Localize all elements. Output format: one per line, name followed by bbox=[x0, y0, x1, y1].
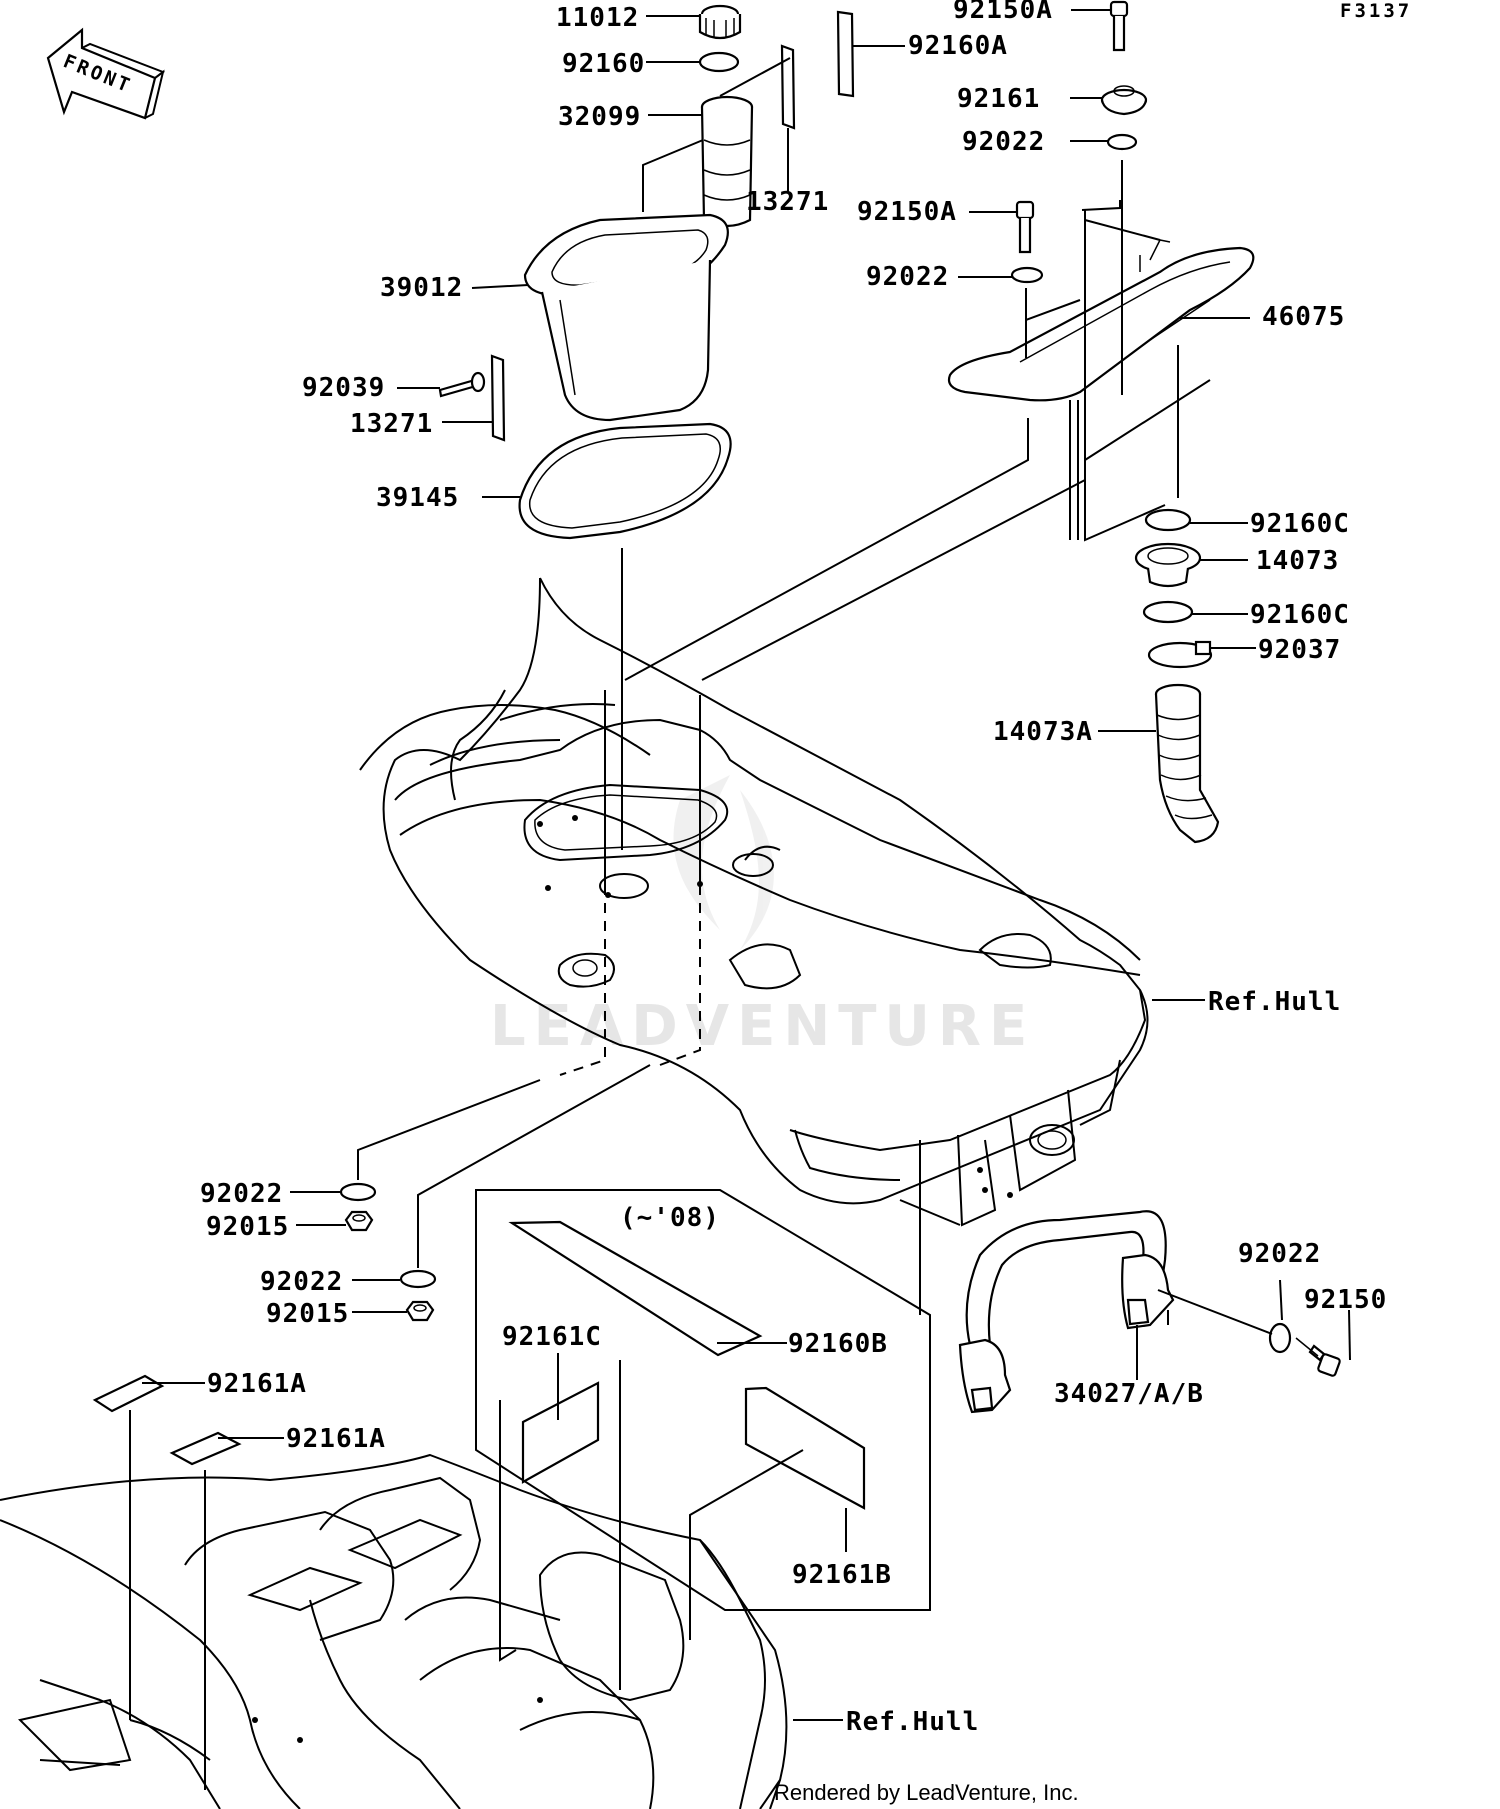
part-92161A-decal-2[interactable] bbox=[169, 1431, 242, 1466]
callout-13271-lower[interactable]: 13271 bbox=[350, 409, 433, 439]
part-34027-grab-bar[interactable] bbox=[958, 1210, 1175, 1414]
part-92022-washer-mid[interactable] bbox=[1010, 266, 1044, 284]
callout-92022-top[interactable]: 92022 bbox=[962, 127, 1045, 157]
callout-92160B[interactable]: 92160B bbox=[788, 1329, 888, 1359]
watermark-logo bbox=[673, 775, 774, 950]
callout-92160A[interactable]: 92160A bbox=[908, 31, 1008, 61]
credit-text: Rendered by LeadVenture, Inc. bbox=[774, 1780, 1079, 1805]
callout-92150-right[interactable]: 92150 bbox=[1304, 1285, 1387, 1315]
callout-34027[interactable]: 34027/A/B bbox=[1054, 1379, 1204, 1409]
part-13271-plate-upper[interactable] bbox=[780, 44, 796, 130]
part-14073A-hose[interactable] bbox=[1154, 683, 1220, 844]
callout-11012[interactable]: 11012 bbox=[556, 3, 639, 33]
callout-39012[interactable]: 39012 bbox=[380, 273, 463, 303]
part-92037-clamp[interactable] bbox=[1147, 640, 1213, 669]
part-39012-storage-box[interactable] bbox=[523, 213, 729, 422]
part-92150A-bolt-top[interactable] bbox=[1109, 0, 1129, 52]
part-92150A-bolt-mid[interactable] bbox=[1015, 200, 1035, 254]
part-92039-rivet[interactable] bbox=[438, 371, 486, 398]
callout-14073[interactable]: 14073 bbox=[1256, 546, 1339, 576]
part-92150-bolt-right[interactable] bbox=[1295, 1337, 1341, 1377]
callout-92160C-lower[interactable]: 92160C bbox=[1250, 600, 1350, 630]
callout-92022-left-lower[interactable]: 92022 bbox=[260, 1267, 343, 1297]
part-92161B-decal[interactable] bbox=[744, 1386, 866, 1510]
callout-92039[interactable]: 92039 bbox=[302, 373, 385, 403]
callout-92015-left-upper[interactable]: 92015 bbox=[206, 1212, 289, 1242]
callout-46075[interactable]: 46075 bbox=[1262, 302, 1345, 332]
callout-ref-hull-upper[interactable]: Ref.Hull bbox=[1208, 987, 1341, 1017]
part-46075-grab-handle[interactable] bbox=[947, 239, 1255, 402]
part-11012-cap[interactable] bbox=[698, 4, 742, 40]
part-92160-gasket[interactable] bbox=[698, 51, 740, 73]
inset-decal-box: (~'08) bbox=[475, 1189, 931, 1611]
part-92160B-decal[interactable] bbox=[508, 1220, 763, 1357]
part-39145-seal[interactable] bbox=[518, 422, 732, 540]
part-92022-washer-left-upper[interactable] bbox=[339, 1182, 377, 1202]
callout-92015-left-lower[interactable]: 92015 bbox=[266, 1299, 349, 1329]
callout-92150A-top[interactable]: 92150A bbox=[953, 0, 1053, 25]
part-92161-mount[interactable] bbox=[1100, 85, 1148, 116]
callout-92161[interactable]: 92161 bbox=[957, 84, 1040, 114]
part-92022-washer-left-lower[interactable] bbox=[399, 1269, 437, 1289]
watermark-text: LEADVENTURE bbox=[490, 994, 1035, 1059]
part-92015-nut-left-lower[interactable] bbox=[405, 1300, 435, 1322]
callout-92022-left-upper[interactable]: 92022 bbox=[200, 1179, 283, 1209]
callout-92161A-2[interactable]: 92161A bbox=[286, 1424, 386, 1454]
part-13271-plate-lower[interactable] bbox=[490, 354, 506, 442]
front-arrow-icon: FRONT bbox=[46, 27, 166, 120]
callout-92160C-upper[interactable]: 92160C bbox=[1250, 509, 1350, 539]
part-92022-washer-right[interactable] bbox=[1268, 1322, 1292, 1354]
figure-code: F3137 bbox=[1340, 0, 1412, 22]
callout-39145[interactable]: 39145 bbox=[376, 483, 459, 513]
inset-note: (~'08) bbox=[620, 1203, 720, 1233]
part-14073-fitting[interactable] bbox=[1134, 542, 1202, 588]
leader-lines bbox=[129, 9, 1351, 1809]
part-92015-nut-left-upper[interactable] bbox=[344, 1210, 374, 1232]
callout-92022-mid[interactable]: 92022 bbox=[866, 262, 949, 292]
callout-32099[interactable]: 32099 bbox=[558, 102, 641, 132]
part-92160A-strip[interactable] bbox=[836, 10, 855, 98]
part-32099-tube[interactable] bbox=[700, 95, 754, 228]
part-92160C-ring-lower[interactable] bbox=[1142, 600, 1194, 624]
callout-labels: 11012 92160 32099 13271 92160A 92150A 92… bbox=[200, 0, 1387, 1737]
callout-13271-upper[interactable]: 13271 bbox=[746, 187, 829, 217]
callout-14073A[interactable]: 14073A bbox=[993, 717, 1093, 747]
callout-92037[interactable]: 92037 bbox=[1258, 635, 1341, 665]
callout-ref-hull-lower[interactable]: Ref.Hull bbox=[846, 1707, 979, 1737]
hull-upper-ref bbox=[359, 577, 1149, 1227]
callout-92160[interactable]: 92160 bbox=[562, 49, 645, 79]
part-92160C-ring-upper[interactable] bbox=[1144, 508, 1192, 532]
part-92161C-decal[interactable] bbox=[521, 1381, 600, 1484]
callout-92150A-mid[interactable]: 92150A bbox=[857, 197, 957, 227]
hull-lower-ref bbox=[0, 1453, 788, 1809]
callout-92161C[interactable]: 92161C bbox=[502, 1322, 602, 1352]
callout-92161A-1[interactable]: 92161A bbox=[207, 1369, 307, 1399]
callout-92022-right[interactable]: 92022 bbox=[1238, 1239, 1321, 1269]
part-92161A-decal-1[interactable] bbox=[92, 1374, 165, 1413]
callout-92161B[interactable]: 92161B bbox=[792, 1560, 892, 1590]
part-92022-washer-top[interactable] bbox=[1106, 133, 1138, 151]
